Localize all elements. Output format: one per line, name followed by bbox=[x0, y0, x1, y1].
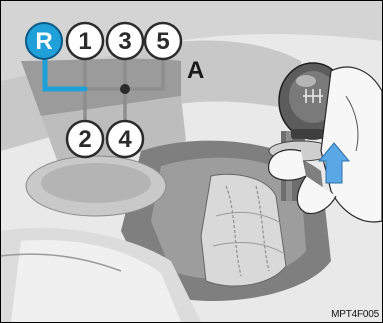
gear-4-circle: 4 bbox=[107, 121, 143, 157]
gear-1-circle: 1 bbox=[67, 23, 103, 59]
gear-1-label: 1 bbox=[78, 28, 91, 55]
area-label: A bbox=[187, 57, 204, 85]
image-code: MPT4F005 bbox=[331, 309, 379, 320]
gear-4-label: 4 bbox=[118, 126, 132, 153]
gear-r-label: R bbox=[35, 28, 52, 55]
gear-5-label: 5 bbox=[156, 28, 169, 55]
shift-boot bbox=[201, 174, 286, 286]
gear-3-circle: 3 bbox=[107, 23, 143, 59]
gear-3-label: 3 bbox=[118, 28, 131, 55]
gear-5-circle: 5 bbox=[145, 23, 181, 59]
gear-2-label: 2 bbox=[78, 126, 91, 153]
gear-2-circle: 2 bbox=[67, 121, 103, 157]
gear-r-circle: R bbox=[26, 23, 62, 59]
